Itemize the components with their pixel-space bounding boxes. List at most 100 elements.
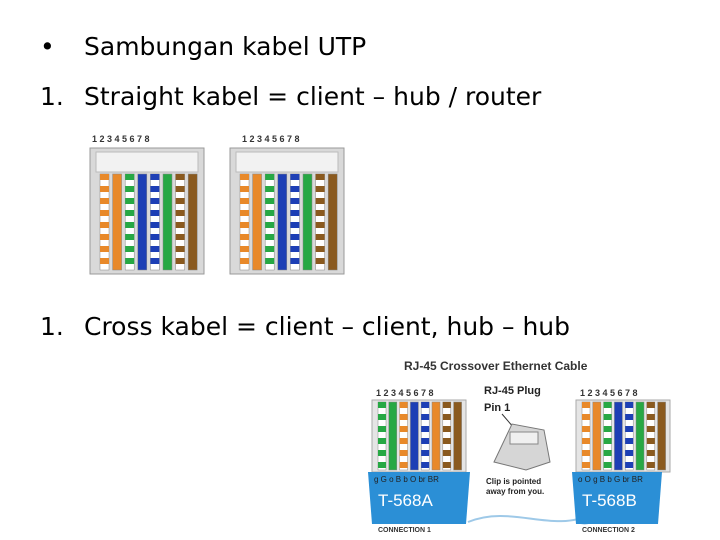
clip-note-line2: away from you. <box>486 487 544 496</box>
wire-stripe <box>100 258 109 264</box>
wire-stripe <box>100 186 109 192</box>
wire-stripe <box>582 426 590 432</box>
wire-stripe <box>240 222 249 228</box>
wire-pin-3 <box>399 401 408 471</box>
wire-pin-8 <box>657 401 666 471</box>
wire-stripe <box>421 450 430 456</box>
wire-stripe <box>442 426 451 432</box>
pin-numbers: 1 2 3 4 5 6 7 8 <box>242 134 300 144</box>
wire-pin-5 <box>420 401 430 471</box>
wire-stripe <box>125 186 135 192</box>
wire-pin-1 <box>377 401 387 471</box>
wire-stripe <box>315 246 325 252</box>
wire-stripe <box>125 258 135 264</box>
wire-stripe <box>315 186 325 192</box>
wire-stripe <box>175 174 185 180</box>
wire-stripe <box>315 258 325 264</box>
wire-stripe <box>603 462 612 468</box>
connector-boot-right <box>572 472 662 524</box>
wire-stripe <box>603 450 612 456</box>
pin-numbers: 1 2 3 4 5 6 7 8 <box>376 388 434 398</box>
wire-stripe <box>265 234 275 240</box>
wire-stripe <box>125 222 135 228</box>
wire-stripe <box>175 234 185 240</box>
wire-pin-7 <box>646 401 656 471</box>
wire-stripe <box>603 438 612 444</box>
wire-stripe <box>175 222 185 228</box>
wire-stripe <box>175 198 185 204</box>
wire-stripe <box>175 258 185 264</box>
wire-pin-6 <box>302 173 313 271</box>
item-straight: 1.Straight kabel = client – hub / router <box>40 82 541 111</box>
wire-stripe <box>315 210 325 216</box>
wire-pin-2 <box>592 401 602 471</box>
wire-pin-4 <box>137 173 148 271</box>
rj45-plug-illustration: RJ-45 Plug Pin 1 Clip is pointed away fr… <box>484 385 551 496</box>
wire-stripe <box>442 414 451 420</box>
wire-stripe <box>265 198 275 204</box>
crossover-connector-right: 1 2 3 4 5 6 7 8 o O g B b G br BR T-568B… <box>572 388 671 534</box>
wire-pin-2 <box>388 401 398 471</box>
wire-stripe <box>421 402 430 408</box>
wire-stripe <box>315 222 325 228</box>
wire-stripe <box>100 174 109 180</box>
wire-stripe <box>290 246 300 252</box>
wire-pin-4 <box>614 401 623 471</box>
wire-stripe <box>378 426 386 432</box>
straight-connector-left: 1 2 3 4 5 6 7 8 <box>89 134 205 275</box>
connection-label: CONNECTION 1 <box>378 527 431 534</box>
wire-stripe <box>399 414 408 420</box>
wire-stripe <box>378 462 386 468</box>
wire-stripe <box>582 402 590 408</box>
wire-stripe <box>125 246 135 252</box>
wire-stripe <box>150 222 160 228</box>
wire-stripe <box>625 426 634 432</box>
wire-pin-6 <box>431 401 441 471</box>
pin1-label: Pin 1 <box>484 402 510 414</box>
wire-stripe <box>290 222 300 228</box>
connector-boot-left <box>368 472 470 524</box>
wire-stripe <box>646 438 655 444</box>
wire-stripe <box>100 210 109 216</box>
wire-stripe <box>582 414 590 420</box>
wire-stripe <box>442 402 451 408</box>
bullet-utp: •Sambungan kabel UTP <box>40 32 366 61</box>
wire-stripe <box>290 186 300 192</box>
wire-stripe <box>175 210 185 216</box>
clip-note-line1: Clip is pointed <box>486 477 541 486</box>
plug-shape <box>493 423 551 471</box>
wire-stripe <box>315 198 325 204</box>
bullet-marker: • <box>40 32 55 61</box>
straight-cable-diagram: 1 2 3 4 5 6 7 8 1 2 3 4 5 6 7 8 <box>89 134 345 275</box>
wire-stripe <box>175 246 185 252</box>
wire-pin-6 <box>635 401 645 471</box>
wire-stripe <box>240 186 249 192</box>
wire-stripe <box>378 450 386 456</box>
wire-stripe <box>315 174 325 180</box>
wire-stripe <box>290 258 300 264</box>
wire-stripe <box>265 246 275 252</box>
wire-stripe <box>150 246 160 252</box>
wire-stripe <box>625 414 634 420</box>
crossover-wires-right <box>581 401 666 471</box>
wire-stripe <box>150 198 160 204</box>
wire-stripe <box>290 210 300 216</box>
wire-stripe <box>125 174 135 180</box>
wire-pin-2 <box>252 173 262 271</box>
wire-stripe <box>378 414 386 420</box>
item-text: Cross kabel = client – client, hub – hub <box>84 312 570 341</box>
wire-stripe <box>125 234 135 240</box>
wire-stripe <box>399 450 408 456</box>
wire-stripe <box>150 258 160 264</box>
wire-pin-1 <box>581 401 591 471</box>
wire-stripe <box>582 438 590 444</box>
straight-wires-right <box>239 173 338 271</box>
crossover-wires-left <box>377 401 462 471</box>
wire-pin-3 <box>603 401 612 471</box>
wire-stripe <box>265 174 275 180</box>
crossover-cable-diagram: RJ-45 Crossover Ethernet Cable 1 2 3 4 5… <box>368 359 671 534</box>
wire-stripe <box>100 198 109 204</box>
wire-stripe <box>646 402 655 408</box>
wire-pin-8 <box>187 173 198 271</box>
wire-stripe <box>265 222 275 228</box>
